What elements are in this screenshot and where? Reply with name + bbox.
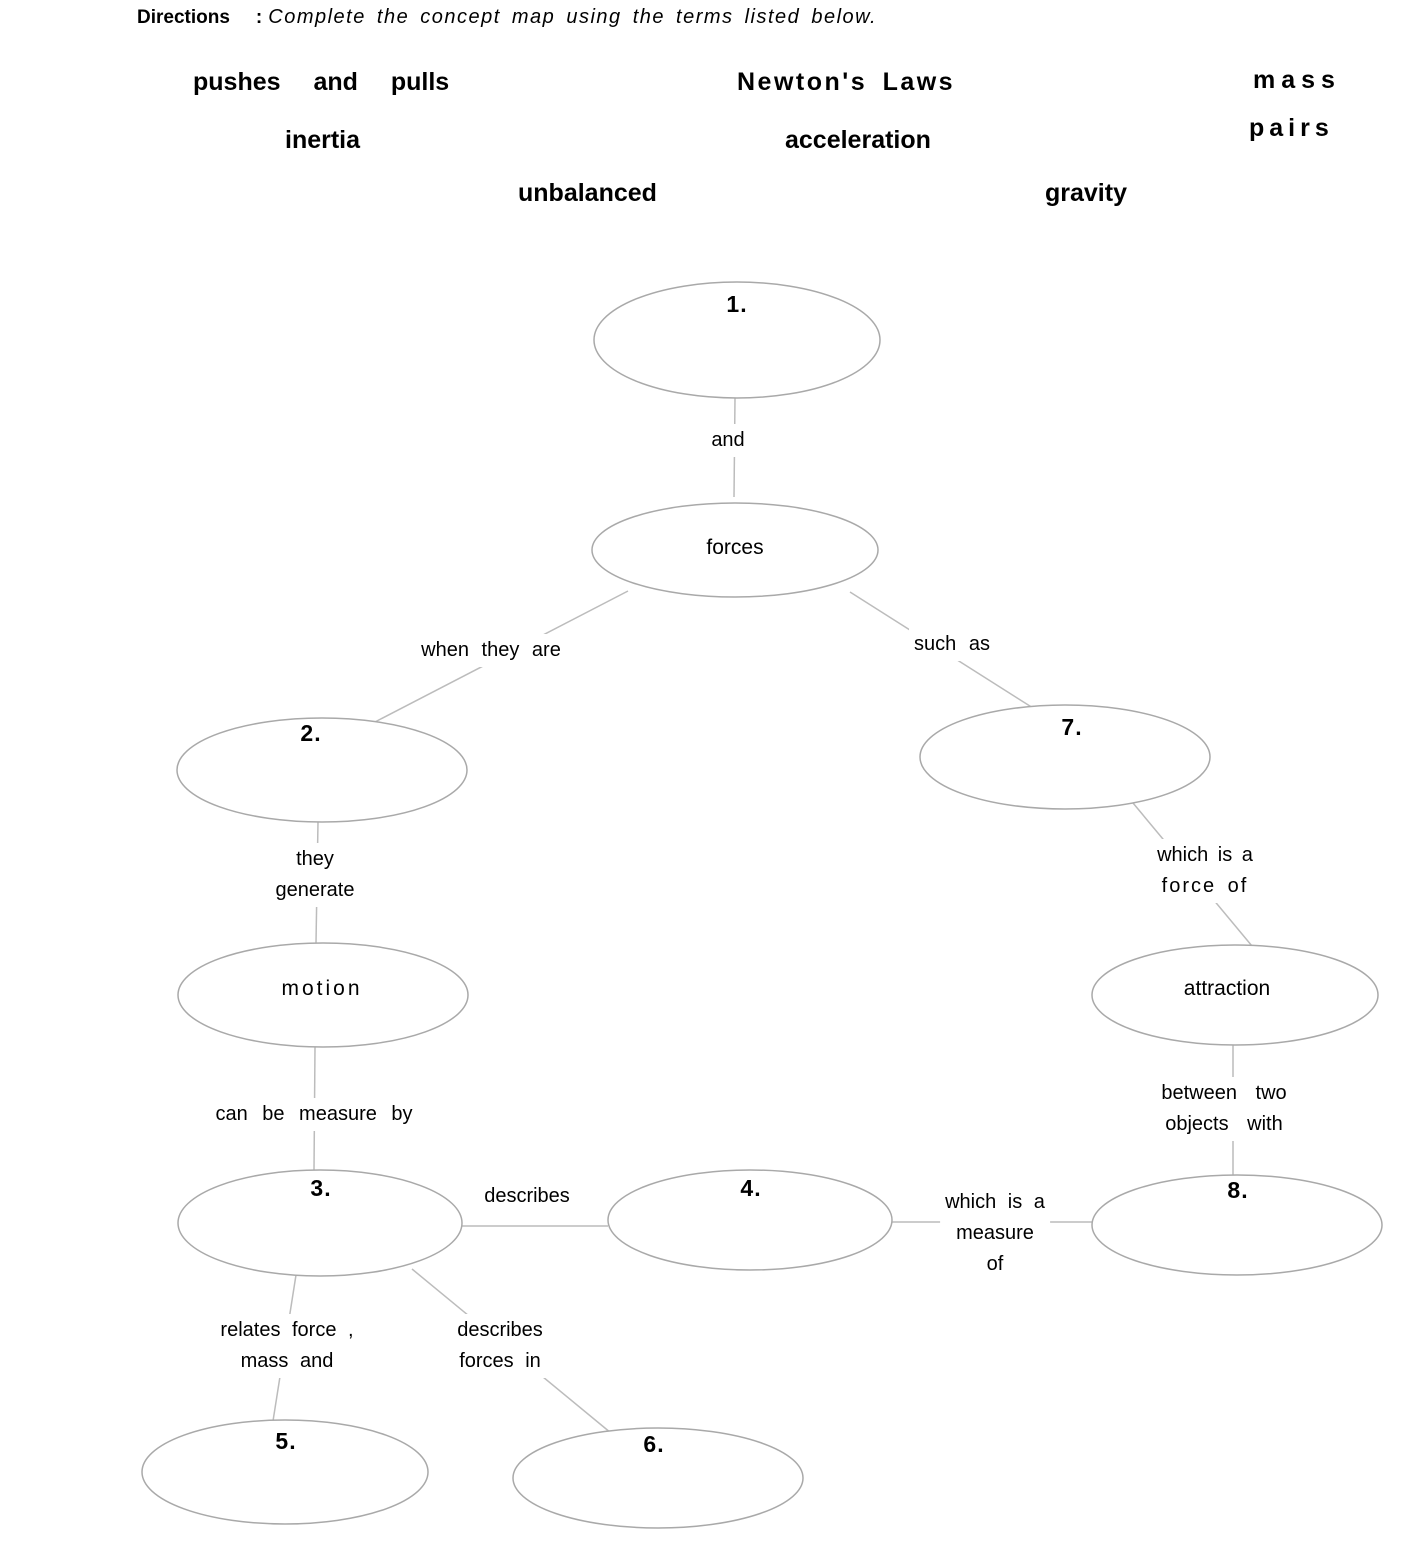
connector-relates-force-line1: relates force , (220, 1319, 354, 1341)
connector-describes: describes (479, 1180, 575, 1213)
word-bank-pushes-and-pulls: pushes and pulls (193, 68, 450, 96)
word-bank-pairs: pairs (1249, 114, 1334, 142)
node-forces-label: forces (706, 536, 764, 559)
directions-line: Directions:Complete the concept map usin… (137, 6, 877, 29)
node-5-ellipse (141, 1419, 429, 1525)
node-forces-ellipse (591, 502, 879, 598)
connector-between-two-objects-line1: between two (1161, 1082, 1287, 1104)
connector-such-as: such as (909, 628, 995, 661)
node-attraction-label: attraction (1183, 977, 1271, 1000)
connector-describes-forces-line1: describes (457, 1319, 543, 1341)
word-bank-inertia: inertia (285, 126, 361, 154)
node-2-label: 2. (300, 720, 322, 746)
connector-which-is-a-measure-of-line1: which is a (945, 1191, 1045, 1213)
connector-they-generate-line2: generate (275, 879, 355, 901)
word-bank-gravity: gravity (1045, 179, 1127, 207)
directions-label: Directions (137, 7, 230, 28)
node-1-ellipse (593, 281, 881, 399)
connector-which-is-a-measure-of-line2: measure (956, 1222, 1034, 1244)
connector-between-two-objects-with: between two objects with (1156, 1077, 1292, 1141)
connector-which-is-a-measure-of: which is a measure of (940, 1186, 1050, 1281)
connector-when-they-are: when they are (416, 634, 566, 667)
node-motion-label: motion (281, 977, 363, 1000)
word-bank-unbalanced: unbalanced (518, 179, 657, 207)
connector-can-be-measure-by: can be measure by (210, 1098, 418, 1131)
node-8-label: 8. (1227, 1177, 1249, 1203)
connector-describes-forces-in: describes forces in (452, 1314, 548, 1378)
node-7-label: 7. (1061, 714, 1083, 740)
node-3-label: 3. (310, 1175, 332, 1201)
node-attraction-ellipse (1091, 944, 1379, 1046)
connector-and: and (706, 424, 750, 457)
connector-relates-force-mass-and: relates force , mass and (215, 1314, 359, 1378)
node-1-label: 1. (726, 291, 748, 317)
node-7-ellipse (919, 704, 1211, 810)
word-bank-acceleration: acceleration (785, 126, 931, 154)
connector-which-is-a-force-of-line2: force of (1161, 875, 1249, 897)
connector-describes-forces-line2: forces in (459, 1350, 541, 1372)
connector-they-generate-line1: they (296, 848, 334, 870)
word-bank-newtons-laws: Newton's Laws (737, 68, 956, 96)
node-5-label: 5. (275, 1428, 297, 1454)
node-6-ellipse (512, 1427, 804, 1529)
node-motion-ellipse (177, 942, 469, 1048)
node-6-label: 6. (643, 1431, 665, 1457)
connector-which-is-a-force-of: which is a force of (1152, 839, 1258, 903)
directions-colon: : (255, 7, 263, 28)
connector-they-generate: they generate (270, 843, 360, 907)
connector-between-two-objects-line2: objects with (1165, 1113, 1283, 1135)
node-4-label: 4. (740, 1175, 762, 1201)
node-3-ellipse (177, 1169, 463, 1277)
word-bank-mass: mass (1253, 66, 1341, 94)
connector-which-is-a-force-of-line1: which is a (1157, 844, 1253, 866)
connector-relates-force-line2: mass and (240, 1350, 334, 1372)
connector-which-is-a-measure-of-line3: of (986, 1253, 1004, 1275)
node-4-ellipse (607, 1169, 893, 1271)
directions-text: Complete the concept map using the terms… (268, 6, 878, 28)
node-2-ellipse (176, 717, 468, 823)
node-8-ellipse (1091, 1174, 1383, 1276)
